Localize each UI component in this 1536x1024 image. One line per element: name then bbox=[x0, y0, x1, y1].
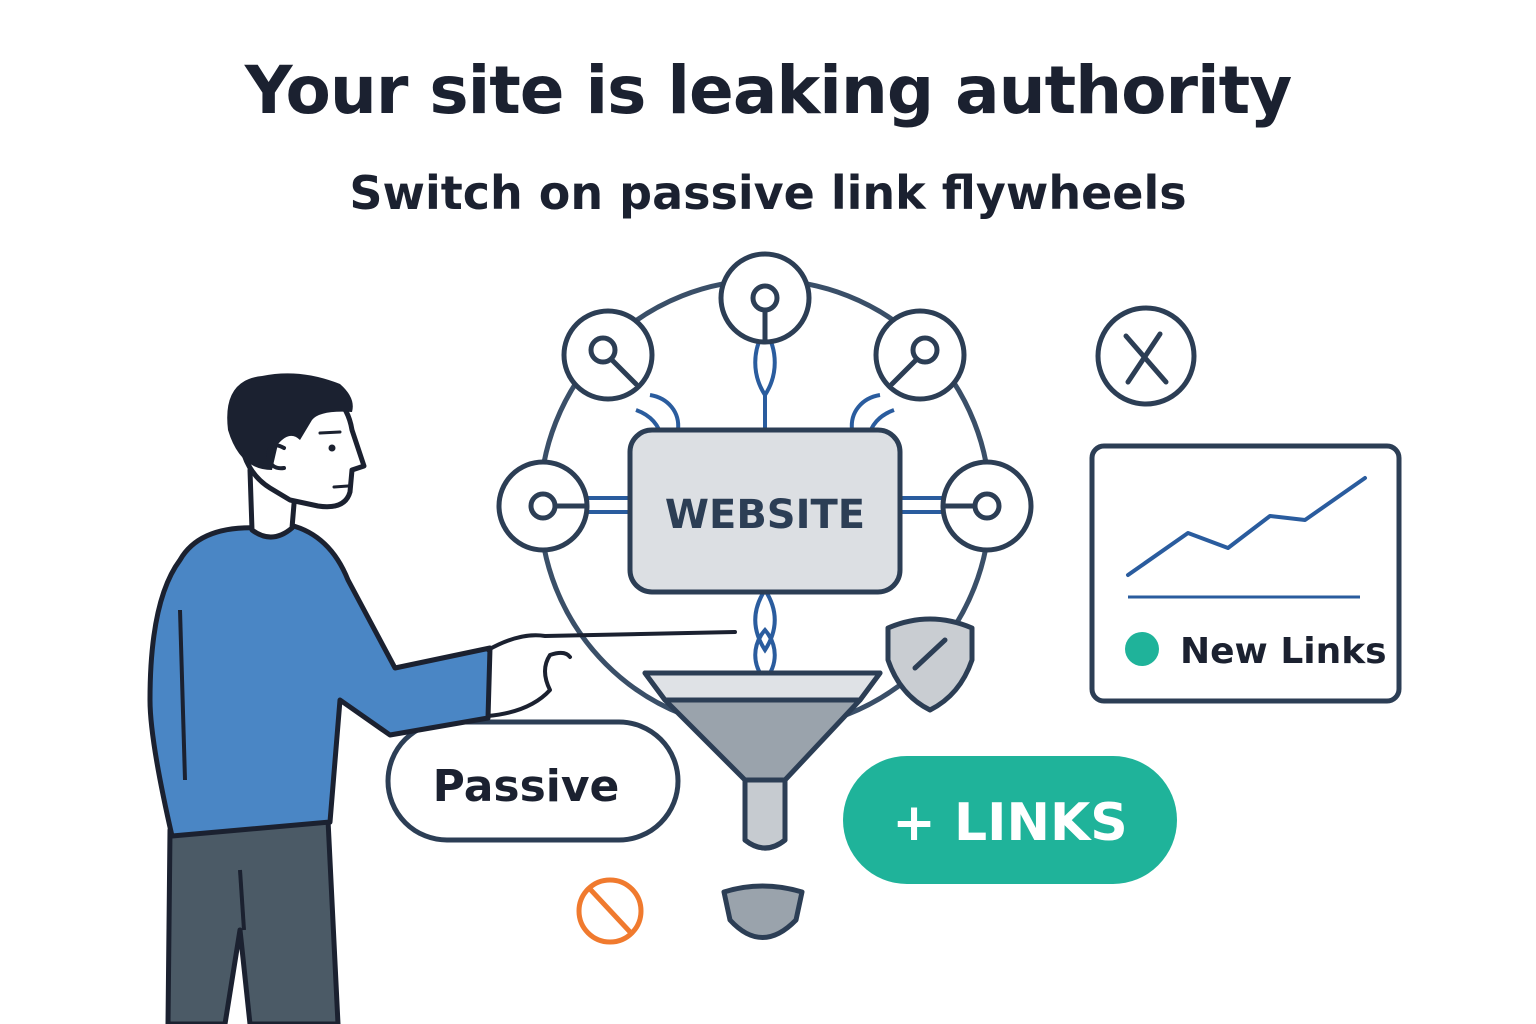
passive-pill: Passive bbox=[385, 719, 681, 843]
website-hub: WEBSITE bbox=[627, 427, 903, 595]
link-node-icon bbox=[718, 251, 812, 345]
chain-links bbox=[585, 326, 945, 684]
links-label: + LINKS bbox=[892, 793, 1127, 853]
no-entry-icon bbox=[576, 877, 644, 945]
new-links-chart-card: New Links bbox=[1089, 443, 1402, 704]
legend-label: New Links bbox=[1180, 631, 1387, 672]
link-node-icon bbox=[940, 459, 1034, 553]
headline: Your site is leaking authority bbox=[244, 52, 1292, 129]
search-icon bbox=[561, 308, 655, 402]
subheadline: Switch on passive link flywheels bbox=[349, 166, 1187, 220]
search-icon bbox=[873, 308, 967, 402]
legend-dot bbox=[1125, 632, 1159, 666]
link-node-icon bbox=[496, 459, 590, 553]
close-icon bbox=[1095, 305, 1197, 407]
person-figure bbox=[147, 373, 737, 1024]
shield-icon bbox=[885, 616, 975, 713]
funnel-icon bbox=[642, 670, 883, 851]
line-chart-icon bbox=[1126, 476, 1367, 577]
links-pill: + LINKS bbox=[843, 756, 1177, 884]
passive-label: Passive bbox=[433, 761, 620, 812]
website-label: WEBSITE bbox=[665, 492, 865, 538]
collection-cup bbox=[721, 883, 805, 940]
